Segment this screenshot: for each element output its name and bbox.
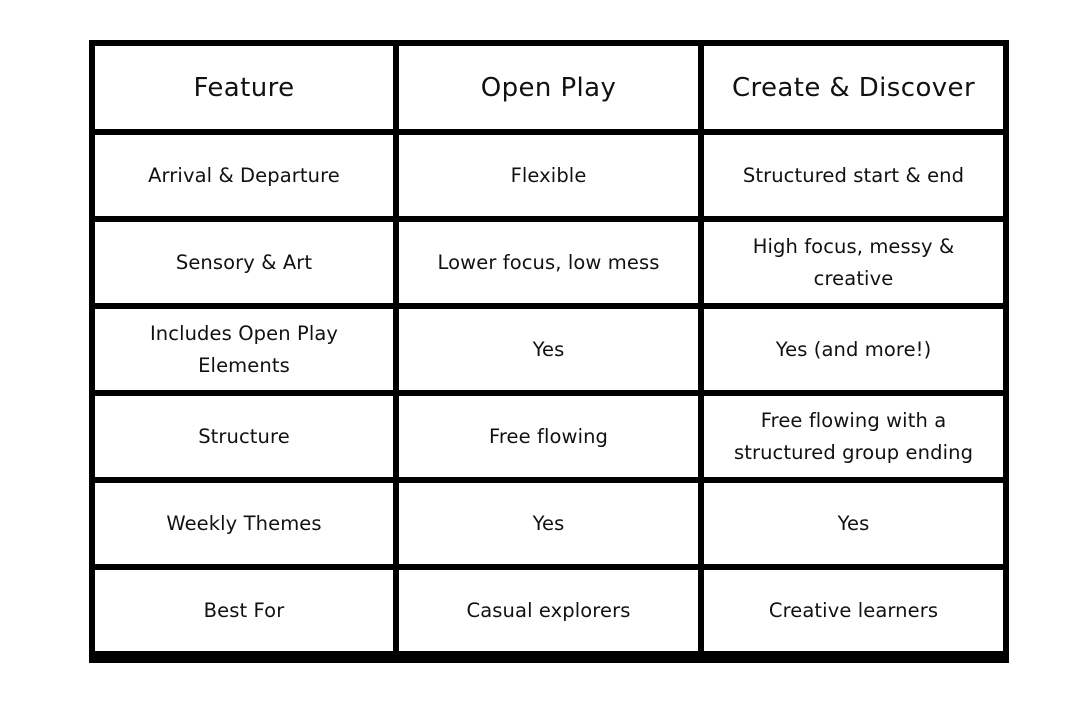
row-structure-feature: Structure bbox=[95, 396, 393, 477]
row-elements-open-play: Yes bbox=[399, 309, 698, 390]
row-elements-create-discover: Yes (and more!) bbox=[704, 309, 1003, 390]
row-sensory-open-play: Lower focus, low mess bbox=[399, 222, 698, 303]
row-sensory-create-discover: High focus, messy & creative bbox=[704, 222, 1003, 303]
row-bestfor-open-play: Casual explorers bbox=[399, 570, 698, 651]
row-arrival-feature: Arrival & Departure bbox=[95, 135, 393, 216]
row-bestfor-create-discover: Creative learners bbox=[704, 570, 1003, 651]
comparison-table: Feature Open Play Create & Discover Arri… bbox=[89, 40, 1009, 663]
row-bestfor-feature: Best For bbox=[95, 570, 393, 651]
row-arrival-create-discover: Structured start & end bbox=[704, 135, 1003, 216]
row-elements-feature: Includes Open Play Elements bbox=[95, 309, 393, 390]
header-feature: Feature bbox=[95, 46, 393, 129]
header-open-play: Open Play bbox=[399, 46, 698, 129]
row-sensory-feature: Sensory & Art bbox=[95, 222, 393, 303]
row-arrival-open-play: Flexible bbox=[399, 135, 698, 216]
header-create-discover: Create & Discover bbox=[704, 46, 1003, 129]
row-themes-feature: Weekly Themes bbox=[95, 483, 393, 564]
row-themes-open-play: Yes bbox=[399, 483, 698, 564]
row-themes-create-discover: Yes bbox=[704, 483, 1003, 564]
row-structure-open-play: Free flowing bbox=[399, 396, 698, 477]
row-structure-create-discover: Free flowing with a structured group end… bbox=[704, 396, 1003, 477]
